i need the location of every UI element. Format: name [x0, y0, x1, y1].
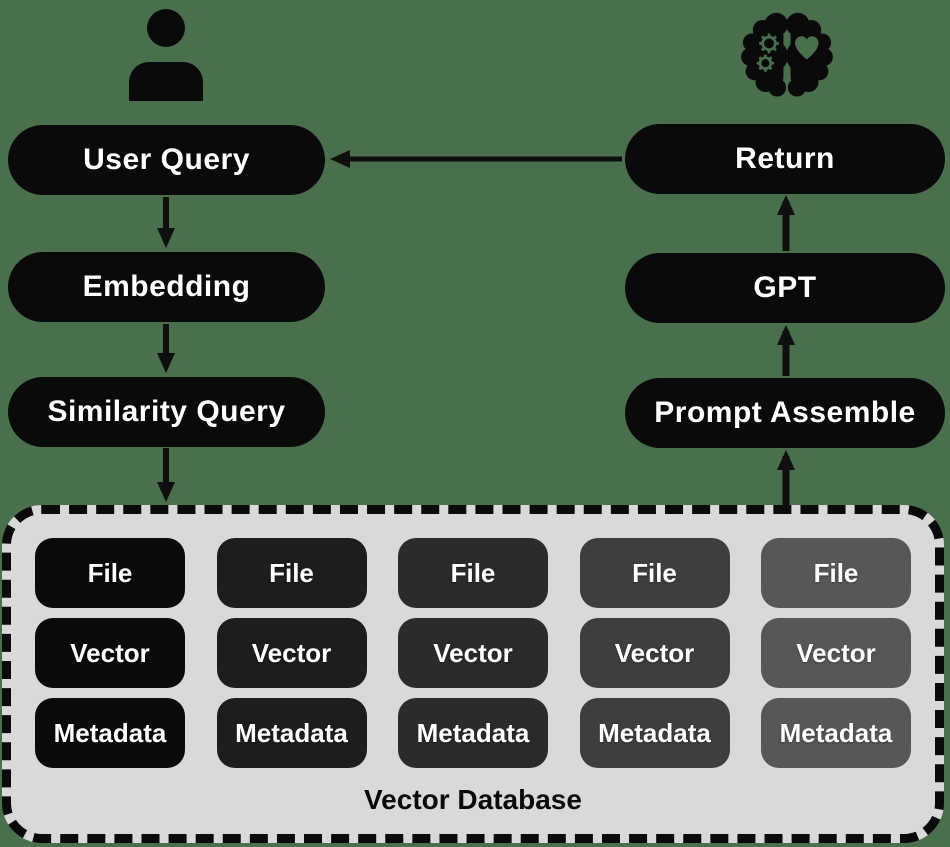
vector-pill: Vector	[216, 618, 367, 688]
vector-pill: Vector	[35, 618, 185, 688]
metadata-pill: Metadata	[761, 698, 911, 768]
record-column-1: File Vector Metadata	[35, 538, 185, 768]
database-record-columns: File Vector Metadata File Vector Metadat…	[35, 538, 911, 768]
node-gpt: GPT	[625, 253, 945, 323]
record-column-4: File Vector Metadata	[579, 538, 730, 768]
metadata-pill: Metadata	[579, 698, 730, 768]
heart-icon	[795, 36, 819, 60]
record-column-5: File Vector Metadata	[761, 538, 911, 768]
file-pill: File	[398, 538, 548, 608]
file-pill: File	[761, 538, 911, 608]
gear-icon	[756, 33, 779, 72]
metadata-pill: Metadata	[398, 698, 548, 768]
brain-icon	[741, 12, 833, 97]
node-embedding: Embedding	[8, 252, 325, 322]
vector-pill: Vector	[579, 618, 730, 688]
file-pill: File	[579, 538, 730, 608]
file-pill: File	[216, 538, 367, 608]
node-user-query: User Query	[8, 125, 325, 195]
metadata-pill: Metadata	[35, 698, 185, 768]
node-similarity-query: Similarity Query	[8, 377, 325, 447]
node-prompt-assemble: Prompt Assemble	[625, 378, 945, 448]
vector-pill: Vector	[761, 618, 911, 688]
user-icon	[129, 9, 203, 101]
vector-pill: Vector	[398, 618, 548, 688]
record-column-3: File Vector Metadata	[398, 538, 548, 768]
node-return: Return	[625, 124, 945, 194]
file-pill: File	[35, 538, 185, 608]
vector-database-label: Vector Database	[364, 784, 582, 815]
metadata-pill: Metadata	[216, 698, 367, 768]
vector-database-box: File Vector Metadata File Vector Metadat…	[2, 505, 944, 843]
record-column-2: File Vector Metadata	[216, 538, 367, 768]
